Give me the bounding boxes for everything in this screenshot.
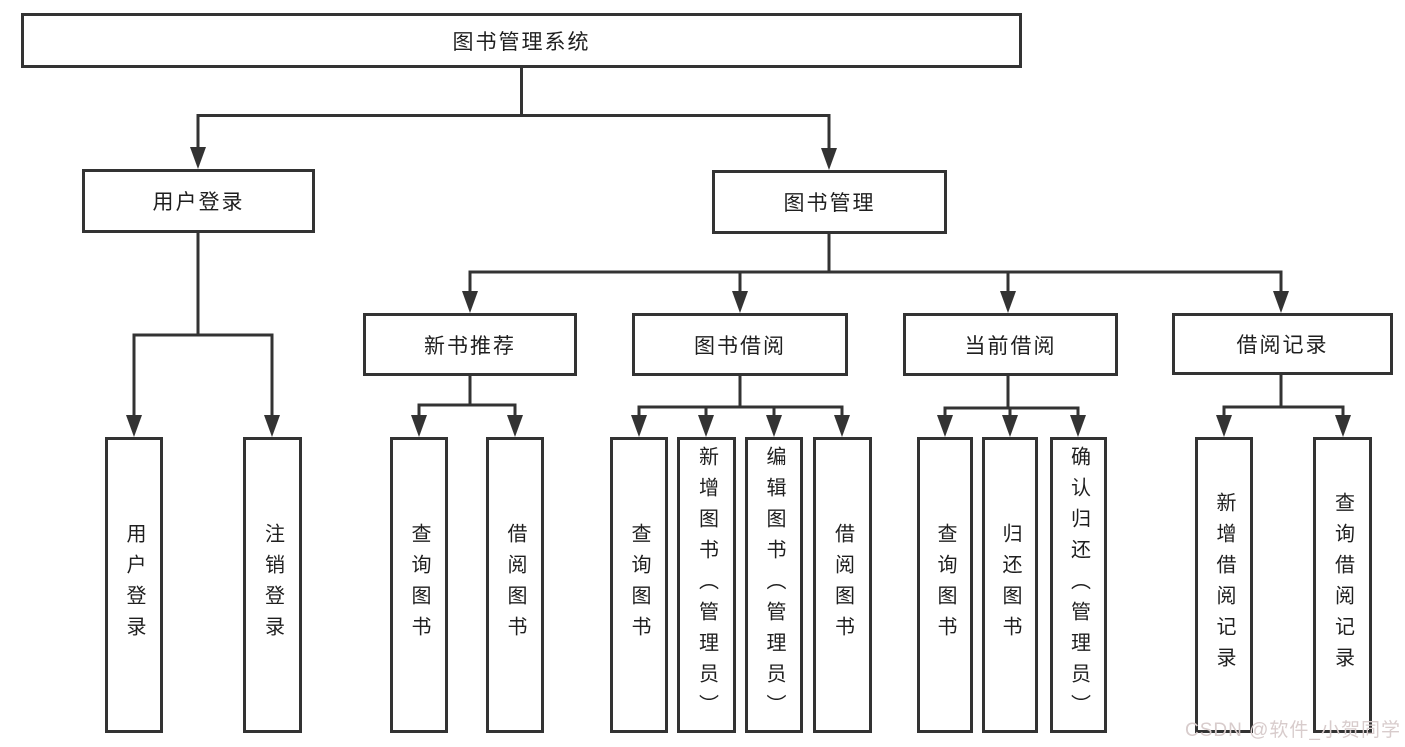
leaf-newbooks-borrow-books-label: 借阅图书: [504, 523, 526, 647]
leaf-records-add-record-label: 新增借阅记录: [1213, 492, 1235, 678]
user-login-branch: [126, 233, 280, 437]
node-book-management: 图书管理: [712, 170, 947, 234]
leaf-borrow-borrow-books: 借阅图书: [813, 437, 872, 733]
current-borrow-branch: [937, 376, 1086, 437]
borrow-records-branch: [1216, 374, 1351, 437]
leaf-borrow-query-books: 查询图书: [610, 437, 668, 733]
leaf-borrow-add-books-admin: 新增图书（管理员）: [677, 437, 736, 733]
node-new-book-recommend-label: 新书推荐: [424, 334, 516, 358]
leaf-newbooks-borrow-books: 借阅图书: [486, 437, 544, 733]
root-branch: [190, 68, 837, 170]
leaf-user-login-label: 用户登录: [123, 523, 145, 647]
leaf-current-confirm-return-admin-label: 确认归还（管理员）: [1067, 445, 1090, 725]
node-book-borrow: 图书借阅: [632, 313, 848, 376]
leaf-user-login: 用户登录: [105, 437, 163, 733]
new-books-branch: [411, 376, 523, 437]
node-root: 图书管理系统: [21, 13, 1022, 68]
node-root-label: 图书管理系统: [452, 30, 591, 54]
leaf-records-query-record-label: 查询借阅记录: [1331, 492, 1354, 678]
node-book-management-label: 图书管理: [783, 192, 876, 215]
node-new-book-recommend: 新书推荐: [363, 313, 577, 376]
leaf-borrow-edit-books-admin: 编辑图书（管理员）: [745, 437, 803, 733]
leaf-current-return-books: 归还图书: [982, 437, 1038, 733]
leaf-newbooks-query-books: 查询图书: [390, 437, 448, 733]
book-borrow-branch: [631, 376, 850, 437]
leaf-current-return-books-label: 归还图书: [999, 523, 1021, 647]
leaf-borrow-edit-books-admin-label: 编辑图书（管理员）: [763, 445, 785, 725]
leaf-borrow-query-books-label: 查询图书: [628, 523, 650, 647]
book-management-branch: [462, 234, 1289, 313]
node-borrow-records: 借阅记录: [1172, 313, 1393, 375]
node-current-borrow-label: 当前借阅: [964, 334, 1057, 358]
leaf-records-add-record: 新增借阅记录: [1195, 437, 1253, 733]
leaf-current-confirm-return-admin: 确认归还（管理员）: [1050, 437, 1107, 733]
node-borrow-records-label: 借阅记录: [1236, 334, 1329, 357]
leaf-logout: 注销登录: [243, 437, 302, 733]
node-book-borrow-label: 图书借阅: [694, 334, 786, 358]
leaf-records-query-record: 查询借阅记录: [1313, 437, 1372, 733]
leaf-logout-label: 注销登录: [261, 523, 284, 647]
node-current-borrow: 当前借阅: [903, 313, 1118, 376]
leaf-current-query-books: 查询图书: [917, 437, 973, 733]
leaf-newbooks-query-books-label: 查询图书: [408, 523, 430, 647]
node-user-login-group-label: 用户登录: [152, 191, 245, 214]
leaf-borrow-add-books-admin-label: 新增图书（管理员）: [695, 445, 718, 725]
node-user-login-group: 用户登录: [82, 169, 315, 233]
leaf-borrow-borrow-books-label: 借阅图书: [831, 523, 854, 647]
leaf-current-query-books-label: 查询图书: [934, 523, 956, 647]
